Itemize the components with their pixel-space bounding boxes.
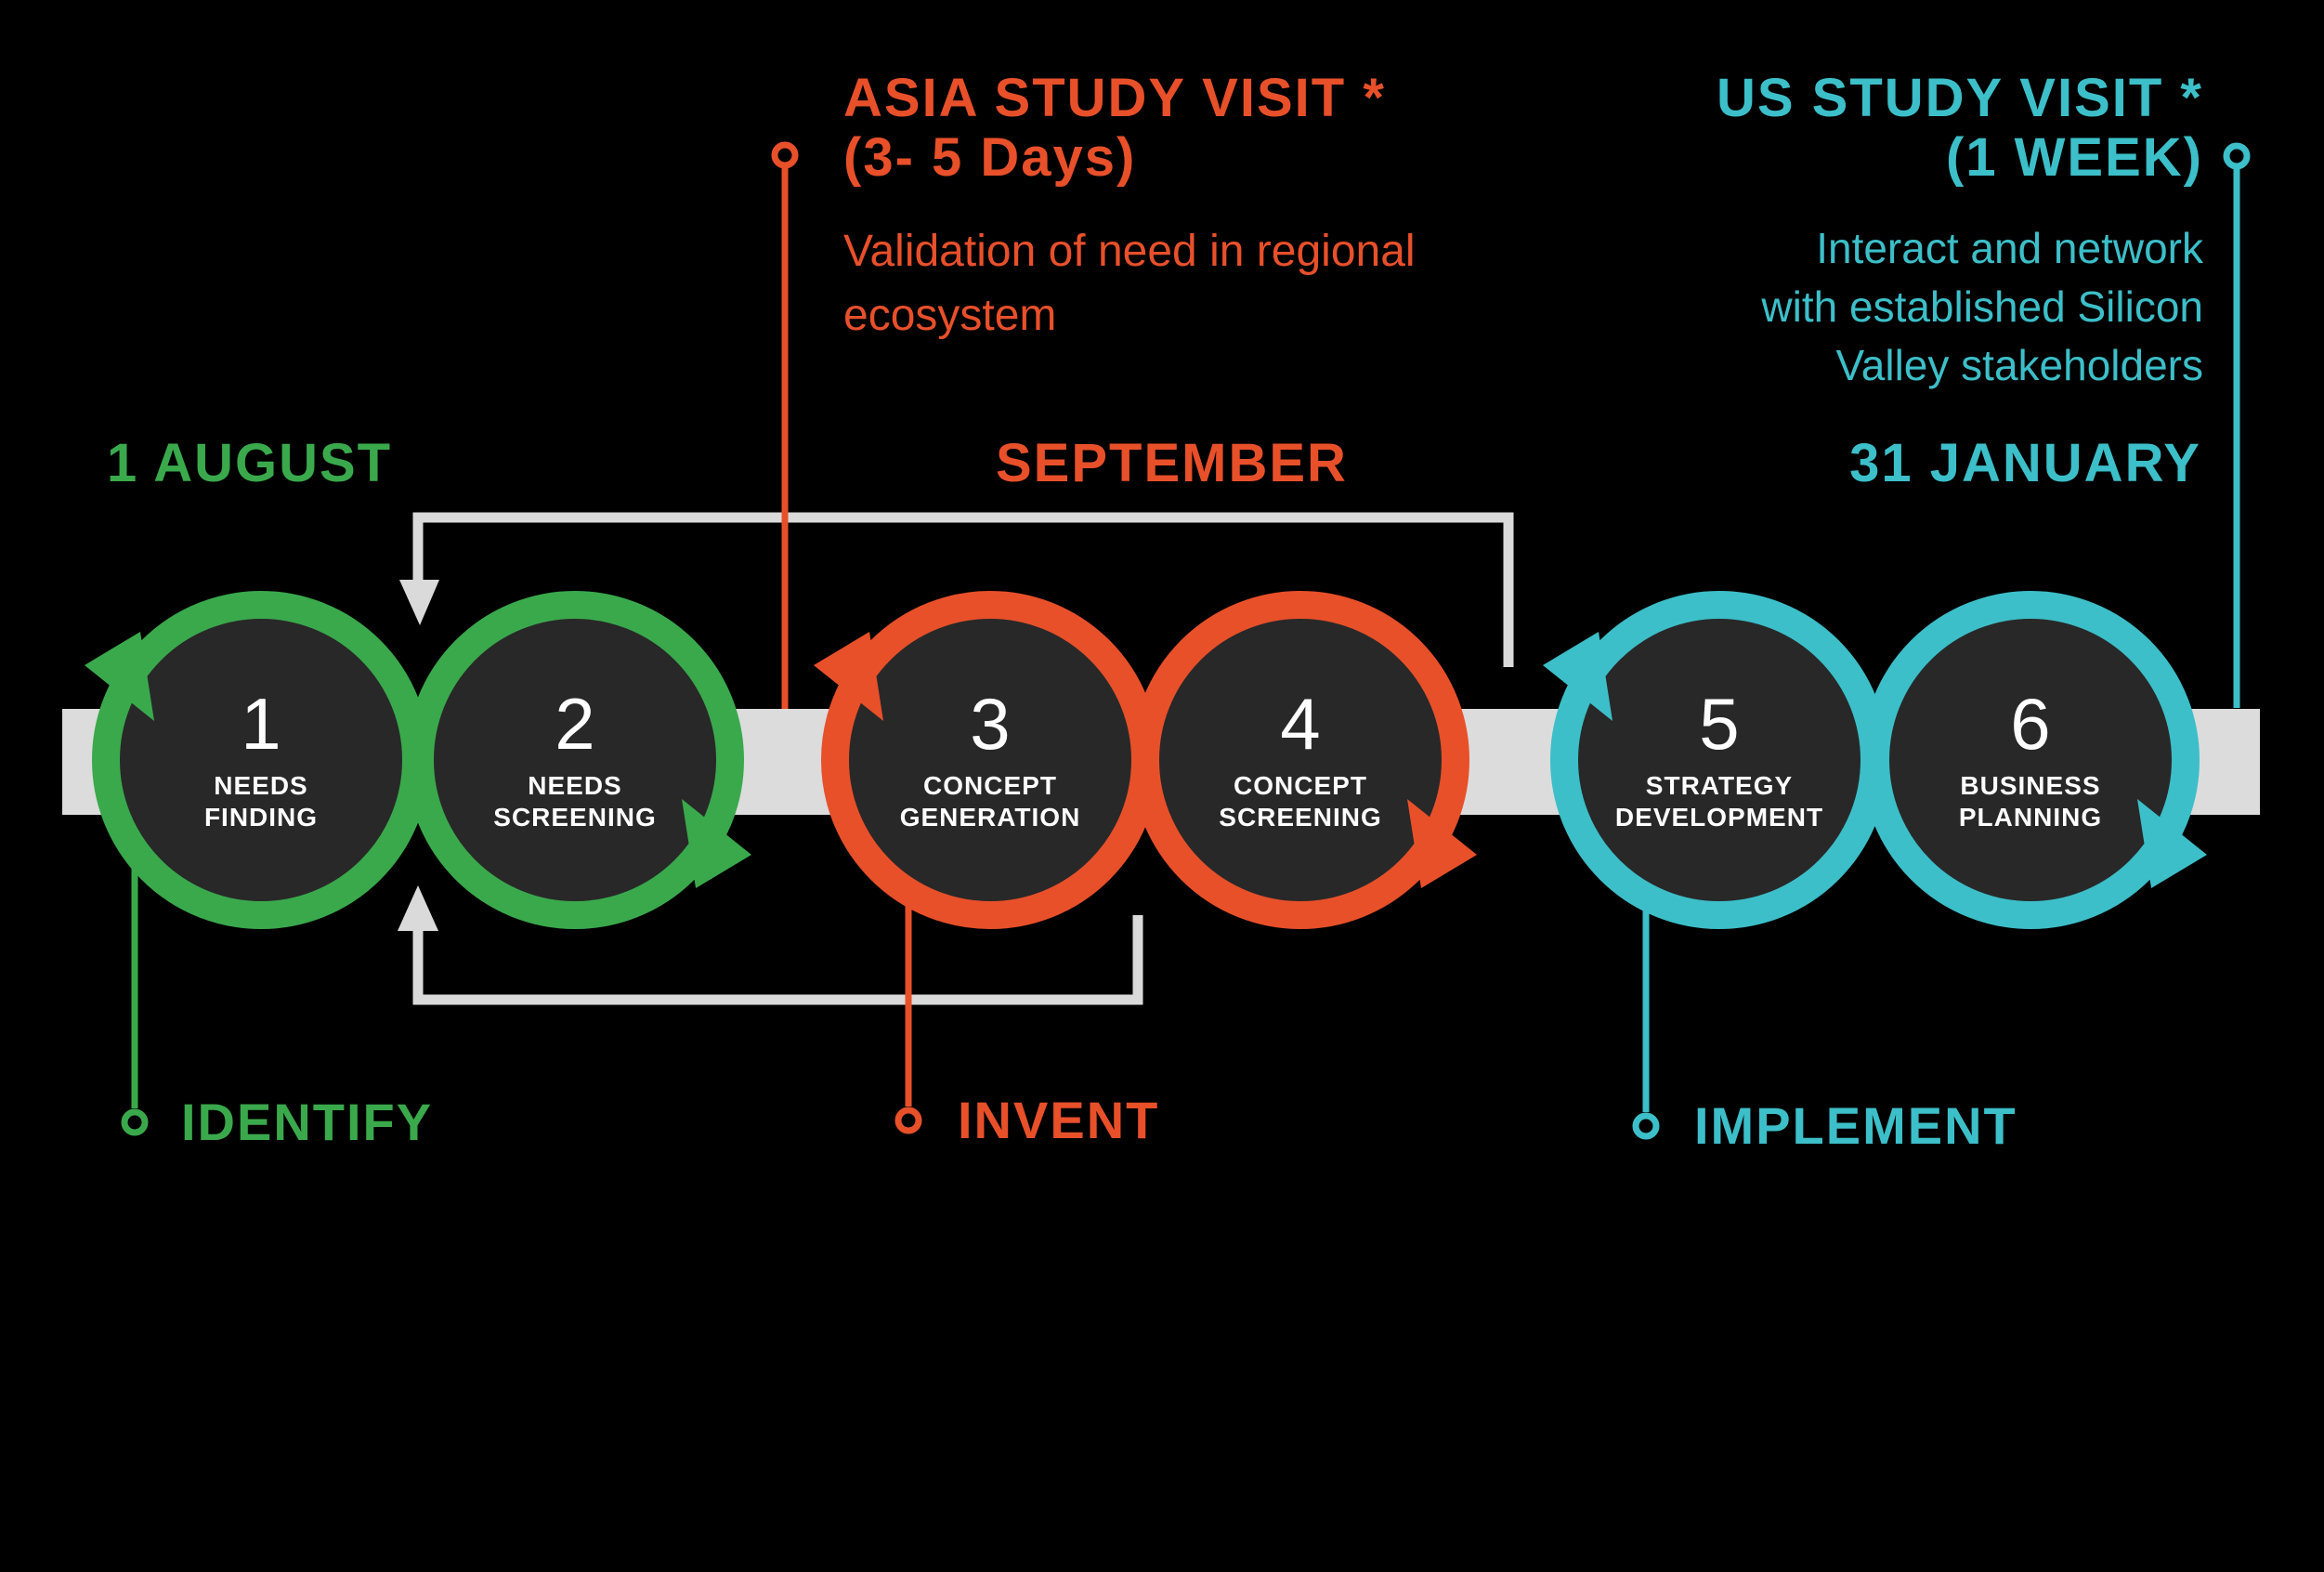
step-circle-4-concept-screening: 4 CONCEPT SCREENING: [1131, 591, 1469, 929]
us-visit-marker-icon: [2223, 142, 2251, 170]
bottom-loop-bracket: [412, 915, 1143, 1005]
identify-marker-icon: [121, 1108, 149, 1136]
asia-visit-description: Validation of need in regional ecosystem: [843, 227, 1416, 340]
ring-arrowhead-icon: [814, 632, 883, 721]
step-label: BUSINESS PLANNING: [1958, 771, 2103, 832]
step-label: CONCEPT GENERATION: [899, 771, 1081, 832]
step-number: 2: [555, 683, 595, 765]
us-study-visit-annotation: US STUDY VISIT * (1 WEEK) Interact and n…: [1717, 69, 2203, 395]
step-number: 1: [241, 683, 281, 765]
date-label-31-january: 31 JANUARY: [1849, 433, 2201, 493]
step-number: 4: [1280, 683, 1321, 765]
ring-arrowhead-icon: [1543, 632, 1612, 721]
step-label: CONCEPT SCREENING: [1219, 771, 1382, 832]
date-label-1-august: 1 AUGUST: [107, 433, 393, 493]
us-visit-description: Interact and network with established Si…: [1761, 224, 2203, 389]
top-loop-bracket: [412, 512, 1514, 667]
invent-marker-icon: [894, 1107, 922, 1134]
us-visit-title: US STUDY VISIT *: [1716, 68, 2203, 128]
bottom-loop-arrow-up-icon: [398, 885, 438, 931]
ring-arrowhead-icon: [85, 632, 154, 721]
step-label: NEEDS SCREENING: [493, 771, 657, 832]
phase-label-implement: IMPLEMENT: [1694, 1096, 2017, 1155]
ring-arrowhead-icon: [2137, 799, 2207, 888]
asia-visit-marker-icon: [771, 141, 799, 169]
step-number: 3: [970, 683, 1011, 765]
phase-label-invent: INVENT: [958, 1091, 1160, 1149]
phase-label-identify: IDENTIFY: [181, 1093, 434, 1151]
asia-visit-subtitle: (3- 5 Days): [843, 127, 1137, 188]
implement-marker-icon: [1632, 1112, 1660, 1140]
asia-study-visit-annotation: ASIA STUDY VISIT * (3- 5 Days) Validatio…: [843, 69, 1416, 347]
top-loop-arrow-down-icon: [399, 580, 439, 625]
step-number: 6: [2010, 683, 2051, 765]
step-label: NEEDS FINDING: [203, 771, 319, 832]
step-label: STRATEGY DEVELOPMENT: [1614, 771, 1824, 832]
us-visit-subtitle: (1 WEEK): [1946, 127, 2203, 188]
ring-arrowhead-icon: [1407, 799, 1477, 888]
ring-arrowhead-icon: [682, 799, 751, 888]
date-label-september: SEPTEMBER: [996, 433, 1348, 493]
asia-visit-title: ASIA STUDY VISIT *: [843, 68, 1386, 128]
step-number: 5: [1699, 683, 1740, 765]
